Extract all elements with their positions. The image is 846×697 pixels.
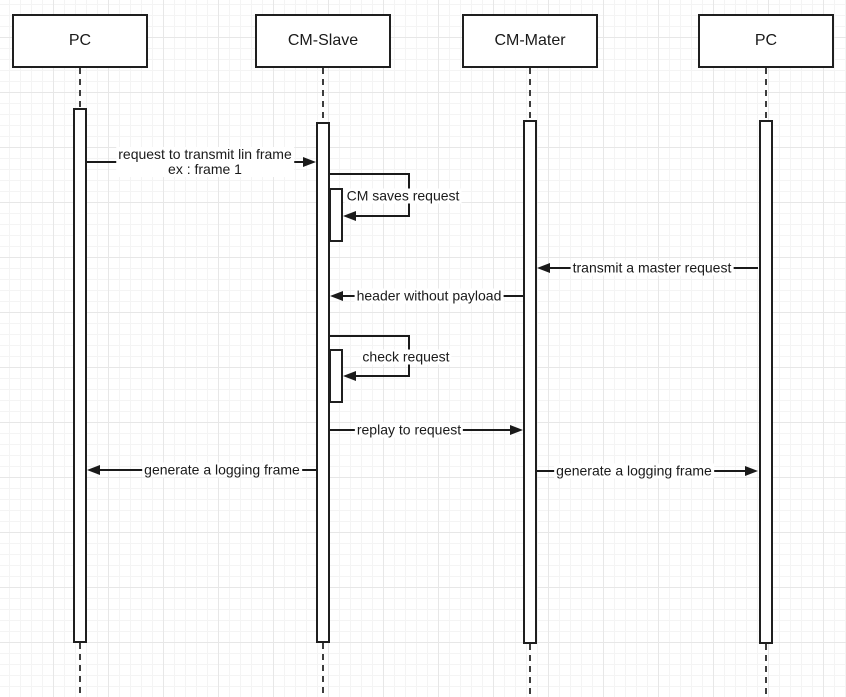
participant-box-cm-mater: CM-Mater [462, 14, 598, 68]
message-label-replay-to-request: replay to request [354, 421, 464, 438]
lifeline-cm-slave-top [322, 68, 324, 122]
participant-box-cm-slave: CM-Slave [255, 14, 391, 68]
activation-bar-cm-mater [523, 120, 537, 644]
self-message-bottom-cm-saves-request [356, 215, 410, 217]
lifeline-cm-mater-bottom [529, 644, 531, 697]
message-arrowhead-replay-to-request [510, 425, 523, 435]
activation-bar-cm-slave [316, 122, 330, 643]
lifeline-cm-slave-bottom [322, 643, 324, 697]
participant-box-pc-left: PC [12, 14, 148, 68]
lifeline-pc-left-bottom [79, 643, 81, 697]
message-arrowhead-generate-logging-frame-left [87, 465, 100, 475]
message-label-generate-logging-frame-left: generate a logging frame [142, 461, 302, 478]
lifeline-pc-right-bottom [765, 644, 767, 697]
message-arrowhead-header-without-payload [330, 291, 343, 301]
message-arrowhead-transmit-a-master-request [537, 263, 550, 273]
message-arrowhead-check-request [343, 371, 356, 381]
message-label-generate-logging-frame-right: generate a logging frame [554, 462, 714, 479]
activation-bar-pc-left [73, 108, 87, 643]
self-message-bottom-check-request [356, 375, 410, 377]
lifeline-pc-right-top [765, 68, 767, 120]
participant-label: CM-Slave [287, 32, 359, 49]
message-arrowhead-cm-saves-request [343, 211, 356, 221]
participant-label: CM-Mater [494, 32, 566, 49]
message-label-request-to-transmit: request to transmit lin frame ex : frame… [116, 146, 294, 177]
lifeline-cm-mater-top [529, 68, 531, 120]
message-arrowhead-generate-logging-frame-right [745, 466, 758, 476]
self-message-top-cm-saves-request [330, 173, 410, 175]
message-label-transmit-a-master-request: transmit a master request [570, 259, 734, 276]
message-label-header-without-payload: header without payload [354, 287, 504, 304]
activation-bar-cm-slave-nested-1 [329, 188, 343, 242]
message-arrowhead-request-to-transmit [303, 157, 316, 167]
self-message-top-check-request [330, 335, 410, 337]
participant-box-pc-right: PC [698, 14, 834, 68]
activation-bar-pc-right [759, 120, 773, 644]
lifeline-pc-left-top [79, 68, 81, 108]
participant-label: PC [68, 32, 92, 49]
participant-label: PC [754, 32, 778, 49]
activation-bar-cm-slave-nested-2 [329, 349, 343, 403]
message-label-cm-saves-request: CM saves request [344, 187, 462, 204]
message-label-check-request: check request [360, 348, 452, 365]
